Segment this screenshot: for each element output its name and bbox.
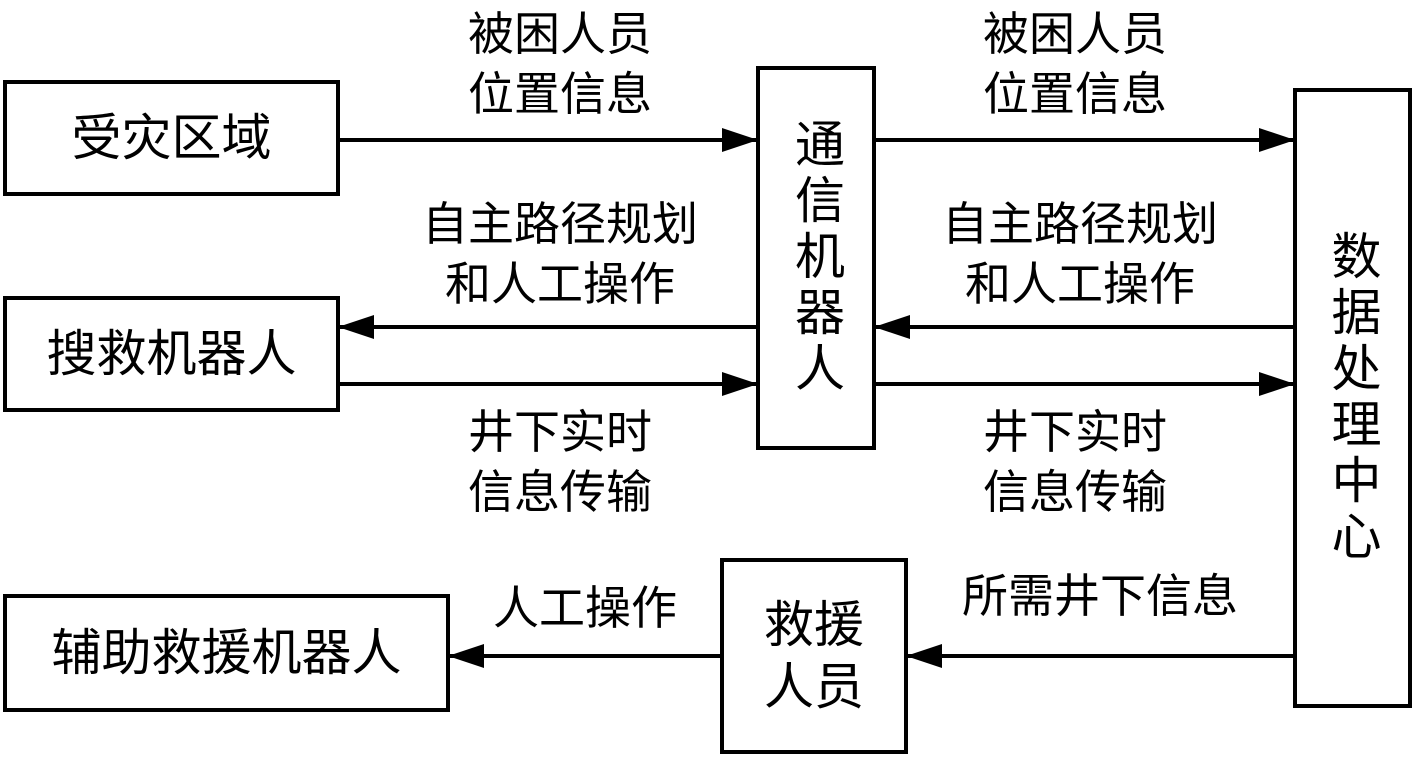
node-data-center-label: 数据处理中心 <box>1323 230 1382 566</box>
node-disaster-area: 受灾区域 <box>3 80 340 196</box>
node-assist-robot-label: 辅助救援机器人 <box>51 624 402 682</box>
node-comm-robot: 通信机器人 <box>756 66 876 450</box>
edge-label-realtime-info-left: 井下实时 信息传输 <box>468 405 652 519</box>
edge-label-trapped-info-left: 被困人员 位置信息 <box>468 7 652 121</box>
node-rescuer-label: 救援 人员 <box>764 595 864 717</box>
node-rescuer: 救援 人员 <box>720 558 908 754</box>
node-data-center: 数据处理中心 <box>1293 88 1412 708</box>
node-search-robot-label: 搜救机器人 <box>46 325 297 383</box>
edge-label-planning-ops-left: 自主路径规划 和人工操作 <box>422 197 698 311</box>
edge-label-planning-ops-right: 自主路径规划 和人工操作 <box>942 197 1218 311</box>
edge-label-manual-ops: 人工操作 <box>493 581 677 635</box>
node-assist-robot: 辅助救援机器人 <box>3 594 450 712</box>
node-disaster-area-label: 受灾区域 <box>71 109 272 167</box>
node-search-robot: 搜救机器人 <box>3 296 340 412</box>
edge-label-required-info: 所需井下信息 <box>962 569 1238 623</box>
edge-label-realtime-info-right: 井下实时 信息传输 <box>983 405 1167 519</box>
node-comm-robot-label: 通信机器人 <box>787 118 845 398</box>
edge-label-trapped-info-right: 被困人员 位置信息 <box>983 7 1167 121</box>
